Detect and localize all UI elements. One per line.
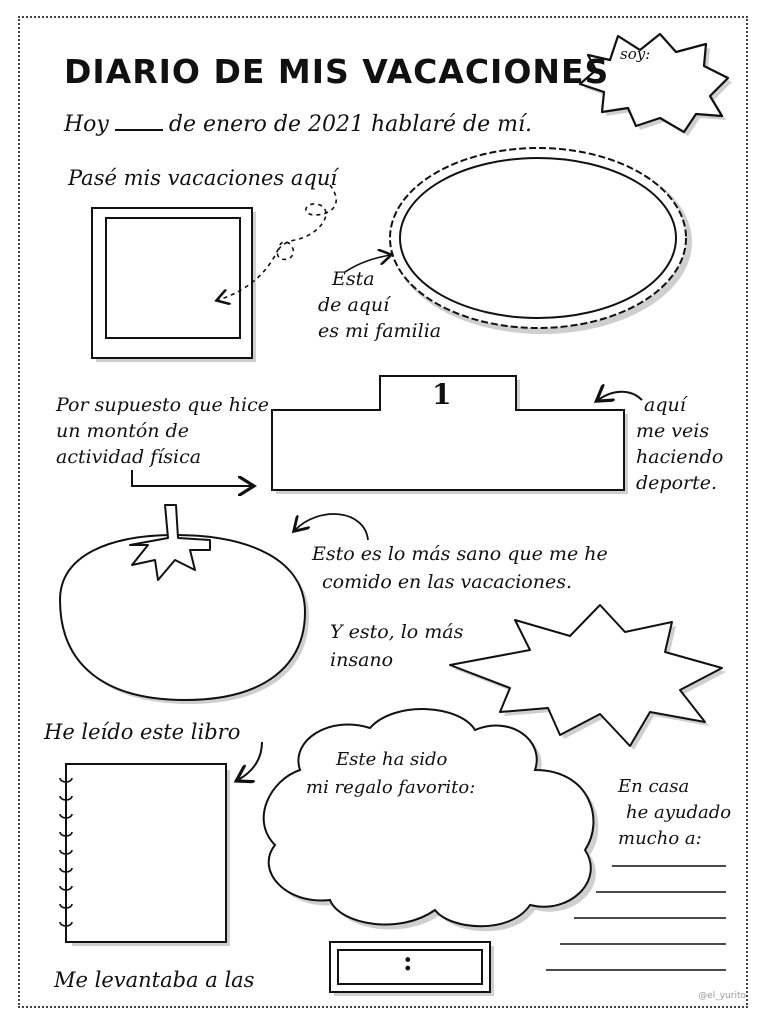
page-title: DIARIO DE MIS VACACIONES [64,52,610,91]
sport-left-line: Por supuesto que hice [56,394,269,416]
loop-arrow [218,184,337,300]
sport-left-text: Por supuesto que hice un montón de activ… [56,392,269,470]
sport-right-line: deporte. [636,472,718,494]
healthy-line: comido en las vacaciones. [322,571,572,593]
notebook [59,763,230,946]
podium-arrow-left [598,392,643,400]
soy-badge [578,32,732,136]
family-arrow [344,255,390,273]
help-text: En casa he ayudado mucho a: [618,774,731,852]
soy-label: soy: [620,45,651,63]
healthy-line: Esto es lo más sano que me he [312,543,608,565]
sport-right-text: aquí me veis haciendo deporte. [636,392,723,496]
date-line-suffix: de enero de 2021 hablaré de mí. [168,112,533,137]
family-oval-frame [389,147,692,334]
help-line: mucho a: [618,828,702,849]
podium-number: 1 [432,378,452,411]
book-label: He leído este libro [44,720,241,744]
healthy-text: Esto es lo más sano que me he comido en … [312,540,608,596]
unhealthy-line: insano [330,649,394,671]
tomato-drawing [58,504,309,704]
sport-right-line: aquí [644,394,686,416]
gift-line: mi regalo favorito: [306,777,476,798]
gift-text: Este ha sido mi regalo favorito: [306,746,475,802]
sport-left-line: un montón de [56,420,189,442]
author-credit: @el_yurito [698,991,746,1001]
family-line: de aquí [318,294,390,316]
dotted-page-border [18,16,748,1008]
family-label: Esta de aquí es mi familia [318,266,441,344]
photo-place-label: Pasé mis vacaciones aquí [68,166,338,190]
family-line: Esta [332,268,375,290]
unhealthy-line: Y esto, lo más [330,621,464,643]
gift-cloud [262,708,599,932]
sport-right-line: me veis [636,420,710,442]
sport-left-line: actividad física [56,446,202,468]
clock-separator: : [403,947,413,977]
tomato-arrow [295,513,369,541]
photo-frame [91,207,256,362]
gift-line: Este ha sido [336,749,448,770]
jagged-starburst [449,604,726,750]
podium [271,375,628,494]
help-answer-lines [546,865,726,971]
clock-box [329,941,494,996]
sport-right-line: haciendo [636,446,724,468]
day-blank[interactable] [114,115,163,131]
podium-arrow-right [131,470,252,486]
help-line: he ayudado [626,802,732,823]
family-line: es mi familia [318,320,442,342]
date-line-prefix: Hoy [64,112,109,137]
wake-up-label: Me levantaba a las [54,968,255,992]
book-arrow [238,741,263,780]
date-line: Hoy de enero de 2021 hablaré de mí. [64,112,532,137]
unhealthy-text: Y esto, lo más insano [330,618,463,674]
help-line: En casa [618,776,690,797]
